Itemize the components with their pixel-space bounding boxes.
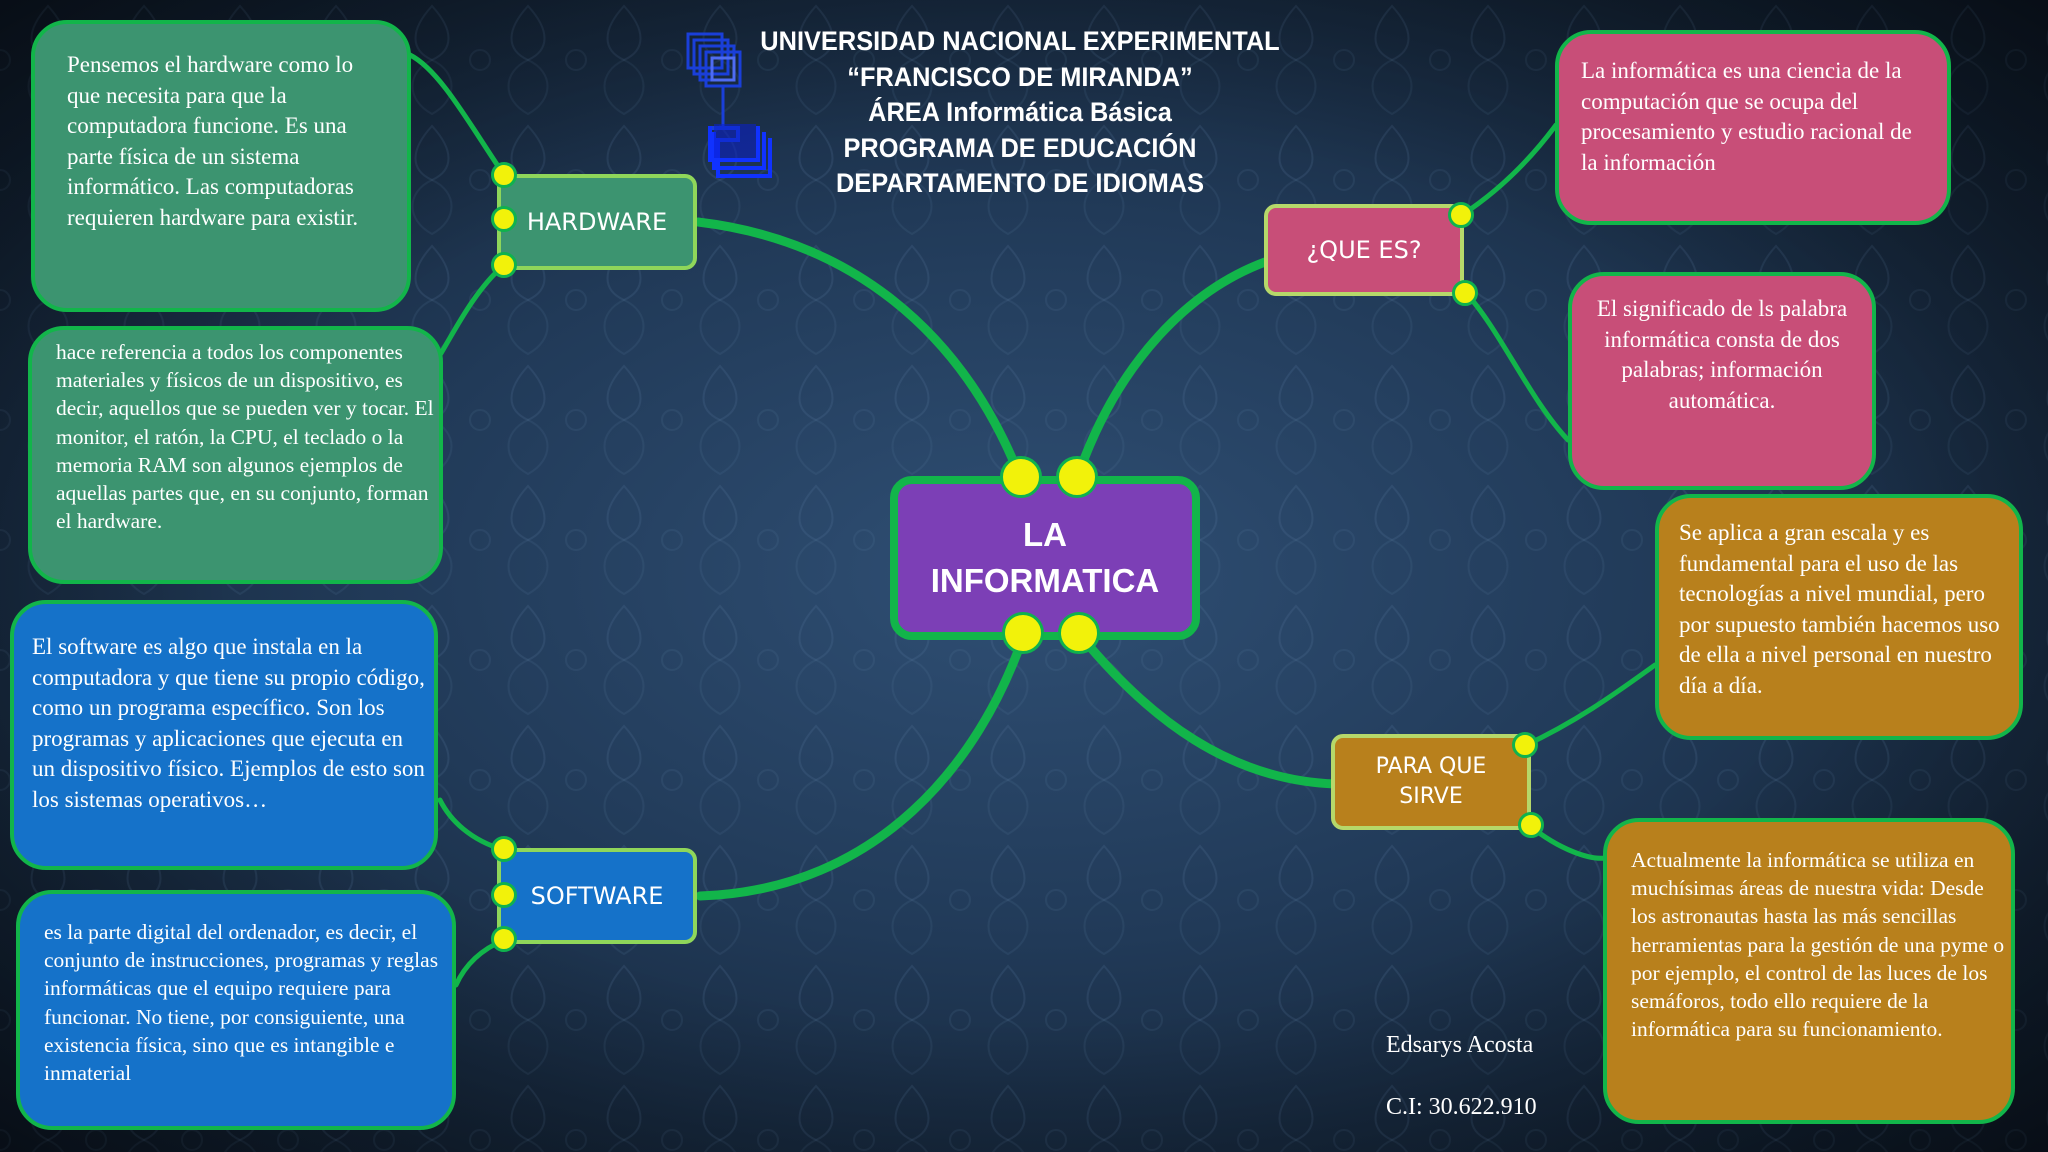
header-line-area: ÁREA Informática Básica <box>868 97 1172 127</box>
hardware-note-1-text: Pensemos el hardware como lo que necesit… <box>67 52 359 230</box>
connector-dot <box>491 882 517 908</box>
link-para-que-note1 <box>1521 662 1658 749</box>
para-que-note-1-text: Se aplica a gran escala y es fundamental… <box>1679 520 2000 698</box>
link-hardware-note2 <box>437 262 507 358</box>
para-que-note-1: Se aplica a gran escala y es fundamental… <box>1655 494 2023 740</box>
node-hardware-label: HARDWARE <box>526 208 668 236</box>
para-que-note-2: Actualmente la informática se utiliza en… <box>1603 818 2015 1124</box>
connector-dot <box>1518 812 1544 838</box>
que-es-note-2: El significado de ls palabra informática… <box>1568 272 1876 490</box>
node-que-es-label: ¿QUE ES? <box>1306 236 1422 264</box>
hardware-note-1: Pensemos el hardware como lo que necesit… <box>31 20 411 312</box>
node-que-es[interactable]: ¿QUE ES? <box>1264 204 1464 296</box>
header-line-university: UNIVERSIDAD NACIONAL EXPERIMENTAL <box>760 26 1280 56</box>
author-name: Edsarys Acosta <box>1386 1032 1534 1058</box>
software-note-2: es la parte digital del ordenador, es de… <box>16 890 456 1130</box>
connector-dot <box>491 836 517 862</box>
node-hardware[interactable]: HARDWARE <box>497 174 697 270</box>
author-id: C.I: 30.622.910 <box>1386 1094 1537 1120</box>
header-line-department: DEPARTAMENTO DE IDIOMAS <box>835 168 1205 198</box>
center-topic-line-1: LA <box>1023 516 1067 553</box>
connector-dot <box>1056 456 1098 498</box>
connector-dot <box>491 252 517 278</box>
institution-header: UNIVERSIDAD NACIONAL EXPERIMENTAL “FRANC… <box>700 24 1340 202</box>
link-hardware-note1 <box>407 52 507 178</box>
connector-dot <box>491 162 517 188</box>
software-note-1-text: El software es algo que instala en la co… <box>32 634 425 812</box>
link-que-es-note1 <box>1459 122 1559 218</box>
que-es-note-1-text: La informática es una ciencia de la comp… <box>1581 58 1912 175</box>
connector-dot <box>1448 202 1474 228</box>
connector-dot <box>1002 612 1044 654</box>
que-es-note-1: La informática es una ciencia de la comp… <box>1555 30 1951 225</box>
connector-dot <box>1058 612 1100 654</box>
hardware-note-2-text: hace referencia a todos los componentes … <box>56 340 434 534</box>
para-que-note-2-text: Actualmente la informática se utiliza en… <box>1631 848 2005 1042</box>
node-para-que[interactable]: PARA QUE SIRVE <box>1331 734 1531 830</box>
node-software-label: SOFTWARE <box>530 882 664 910</box>
node-para-que-label-1: PARA QUE <box>1375 754 1487 779</box>
connector-dot <box>491 926 517 952</box>
link-center-que-es <box>1075 257 1270 475</box>
connector-dot <box>1452 280 1478 306</box>
hardware-note-2: hace referencia a todos los componentes … <box>28 326 443 584</box>
connector-dot <box>491 206 517 232</box>
node-para-que-label-2: SIRVE <box>1399 784 1463 809</box>
link-center-hardware <box>693 217 1023 477</box>
header-line-name: “FRANCISCO DE MIRANDA” <box>847 61 1193 92</box>
connector-dot <box>1000 456 1042 498</box>
university-logo <box>686 32 772 178</box>
center-topic-line-2: INFORMATICA <box>930 562 1160 599</box>
que-es-note-2-text: El significado de ls palabra informática… <box>1596 296 1848 413</box>
node-software[interactable]: SOFTWARE <box>497 848 697 944</box>
connector-dot <box>1512 732 1538 758</box>
link-que-es-note2 <box>1463 290 1571 443</box>
center-topic[interactable]: LA INFORMATICA <box>890 476 1200 640</box>
header-line-program: PROGRAMA DE EDUCACIÓN <box>843 132 1197 163</box>
software-note-1: El software es algo que instala en la co… <box>10 600 438 870</box>
software-note-2-text: es la parte digital del ordenador, es de… <box>44 920 439 1086</box>
link-center-software <box>695 635 1027 901</box>
link-center-para-que <box>1075 630 1340 789</box>
